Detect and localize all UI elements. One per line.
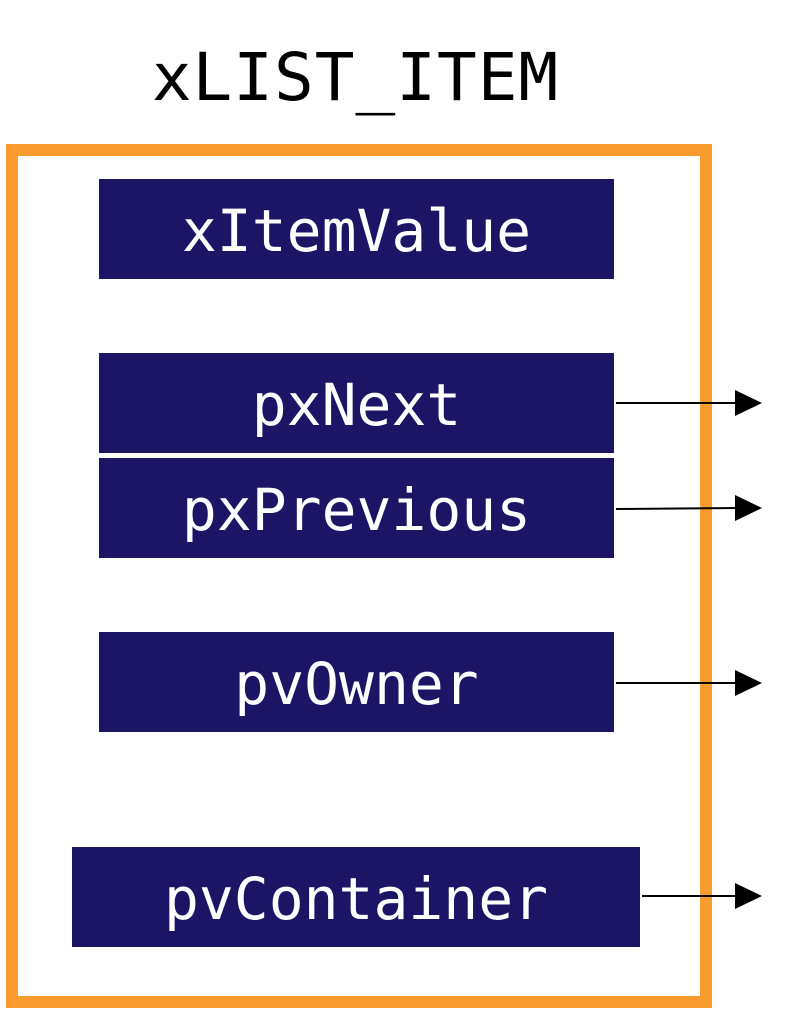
arrow-owner <box>616 670 762 696</box>
arrow-container <box>642 883 762 909</box>
arrow-next <box>616 390 762 416</box>
field-previous: pxPrevious <box>99 458 614 558</box>
struct-title: xLIST_ITEM <box>151 39 560 116</box>
arrow-previous <box>615 495 762 521</box>
field-owner: pvOwner <box>99 632 614 732</box>
field-container: pvContainer <box>72 847 640 947</box>
field-next: pxNext <box>99 353 614 453</box>
field-item-value: xItemValue <box>99 179 614 279</box>
